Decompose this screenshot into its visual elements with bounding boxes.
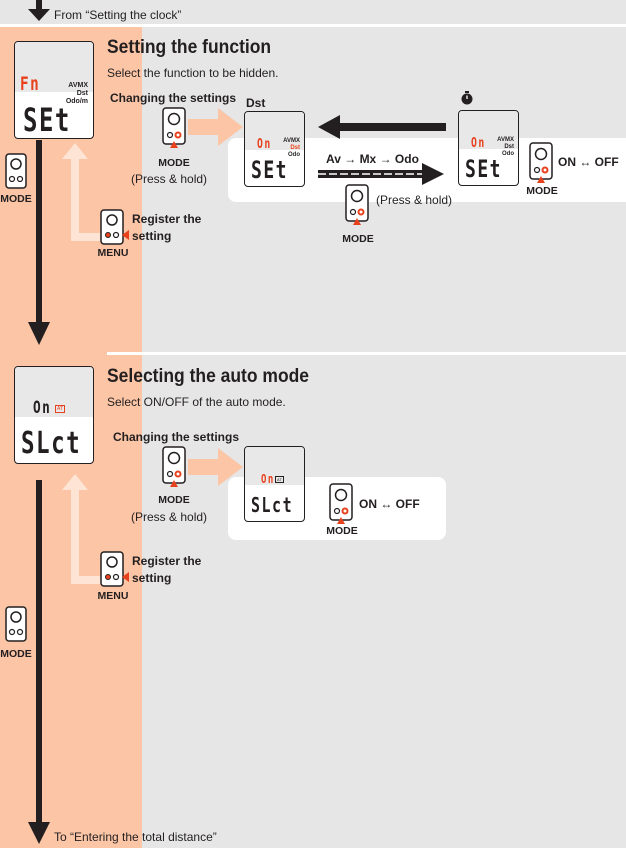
dst-icon: Dst [504, 144, 514, 150]
divider-mid [107, 352, 626, 355]
return-arrow-icon [62, 143, 109, 241]
mode-button-icon[interactable] [5, 606, 27, 642]
press-hold-label: (Press & hold) [131, 172, 208, 186]
cycle-label: Av → Mx → Odo [326, 152, 419, 166]
dst-label: Dst [246, 96, 266, 110]
lcd-bottom-text: SLct [21, 426, 82, 461]
lcd-display-auto: On AT SLct [14, 366, 94, 464]
changing-settings-label: Changing the settings [113, 430, 239, 444]
menu-label: MENU [97, 247, 129, 259]
center-mode-label: MODE [158, 494, 190, 506]
avmx-icon: AVMX [283, 138, 300, 144]
mode-button-icon[interactable] [529, 142, 555, 184]
on-off-label: ON ↔ OFF [558, 155, 619, 169]
top-strip [0, 0, 626, 27]
dst-icon: Dst [76, 90, 88, 97]
on-off-label: ON ↔ OFF [359, 497, 420, 511]
lcd-top-text: On [33, 398, 52, 418]
flow-down-arrow-icon [28, 480, 50, 844]
lcd-function-icons: AVMX Dst Odo [497, 137, 514, 158]
mode-button-icon[interactable] [345, 184, 371, 226]
left-mode-label: MODE [0, 648, 32, 660]
forward-arrow-icon [188, 448, 243, 486]
auto-badge: AT [55, 405, 66, 413]
odo-icon: Odo [288, 152, 300, 158]
divider-top [0, 24, 626, 27]
right-mode-label: MODE [526, 185, 558, 197]
avmx-icon: AVMX [68, 82, 88, 89]
lcd-bottom-text: SEt [465, 155, 503, 183]
section-subtitle-auto: Select ON/OFF of the auto mode. [107, 395, 286, 409]
mode-button-icon[interactable] [162, 107, 188, 149]
down-arrow-icon [28, 0, 50, 21]
lcd-display-auto-option: On AT SLct [244, 446, 305, 522]
back-arrow-icon [318, 115, 446, 139]
dst-icon: Dst [290, 145, 300, 151]
left-mode-label: MODE [0, 193, 32, 205]
press-hold-label: (Press & hold) [131, 510, 208, 524]
menu-button-icon[interactable] [100, 209, 130, 247]
lcd-bottom-text: SEt [251, 156, 289, 184]
lcd-display-option-b: On AVMX Dst Odo SEt [458, 110, 519, 186]
menu-label: MENU [97, 590, 129, 602]
auto-badge: AT [275, 476, 284, 483]
odo-icon: Odo [502, 151, 514, 157]
lcd-function-icons: AVMX Dst Odo/m [66, 82, 88, 106]
register-label: Register the setting [132, 554, 202, 585]
cycle-arrow-icon [318, 163, 444, 185]
lcd-display-function: Fn AVMX Dst Odo/m SEt [14, 41, 94, 139]
mode-button-icon[interactable] [162, 446, 188, 488]
right-mode-label: MODE [326, 525, 358, 537]
section-title-auto: Selecting the auto mode [107, 366, 310, 387]
lcd-bottom-text: SLct [251, 493, 294, 517]
center-mode-label: MODE [158, 157, 190, 169]
lcd-bottom-text: SEt [23, 101, 71, 139]
press-hold-mid-label: (Press & hold) [376, 193, 453, 207]
to-label: To “Entering the total distance” [54, 830, 217, 844]
register-label: Register the setting [132, 212, 202, 243]
from-label: From “Setting the clock” [54, 8, 182, 22]
forward-arrow-icon [188, 108, 243, 146]
mode-button-icon[interactable] [5, 153, 27, 189]
lcd-display-option-a: On AVMX Dst Odo SEt [244, 111, 305, 187]
menu-button-icon[interactable] [100, 551, 130, 589]
lcd-top-text: Fn [20, 73, 41, 95]
return-arrow-icon [62, 474, 109, 584]
odo-icon: Odo/m [65, 98, 88, 105]
section-title-function: Setting the function [107, 37, 272, 58]
lcd-top-text: On [257, 137, 272, 152]
flow-down-arrow-icon [28, 140, 50, 345]
lcd-function-icons: AVMX Dst Odo [283, 138, 300, 159]
changing-settings-label: Changing the settings [110, 91, 236, 105]
mode-button-icon[interactable] [329, 483, 355, 525]
section-subtitle-function: Select the function to be hidden. [107, 66, 279, 80]
mid-mode-label: MODE [342, 233, 374, 245]
avmx-icon: AVMX [497, 137, 514, 143]
lcd-top-text: On [471, 136, 486, 151]
lcd-top-text: On [261, 472, 275, 486]
stopwatch-icon [461, 91, 473, 105]
